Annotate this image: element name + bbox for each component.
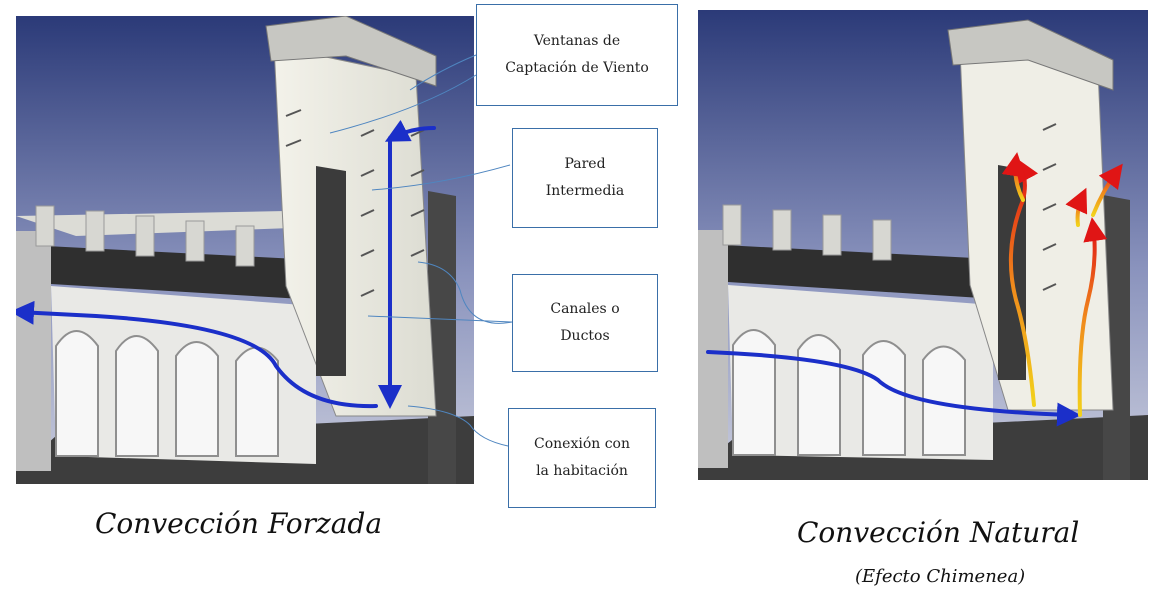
caption-chimney-effect: (Efecto Chimenea) — [855, 566, 1026, 587]
callout-wind-windows-text: Ventanas de Captación de Viento — [505, 33, 649, 76]
forced-convection-illustration — [16, 16, 474, 484]
callout-middle-wall-text: Pared Intermedia — [545, 156, 625, 199]
forced-room-arrow — [16, 300, 378, 409]
forced-convection-panel — [16, 16, 474, 484]
warm-flow-mid — [1065, 187, 1088, 227]
caption-forced-convection: Convección Forzada — [95, 507, 383, 540]
callout-channels-text: Canales o Ductos — [550, 301, 620, 344]
warm-flow-left — [1008, 157, 1039, 407]
warm-flow-right-branch — [1091, 163, 1123, 217]
room-top-slab — [723, 245, 1013, 300]
natural-inflow-arrow — [706, 350, 1081, 427]
natural-convection-panel — [698, 10, 1148, 480]
callout-middle-wall: Pared Intermedia — [512, 128, 658, 228]
room-top-slab — [46, 246, 336, 301]
caption-natural-convection: Convección Natural — [797, 516, 1080, 549]
callout-wind-windows: Ventanas de Captación de Viento — [476, 4, 678, 106]
callout-room-connection-text: Conexión con la habitación — [534, 436, 630, 479]
tower-cornice — [947, 19, 1114, 91]
warm-flow-left-branch — [1001, 152, 1026, 202]
outer-wall — [428, 191, 456, 484]
callout-room-connection: Conexión con la habitación — [508, 408, 656, 508]
warm-flow-right — [1077, 217, 1108, 417]
middle-wall — [316, 166, 346, 376]
callout-channels: Canales o Ductos — [512, 274, 658, 372]
natural-convection-illustration — [698, 10, 1148, 480]
